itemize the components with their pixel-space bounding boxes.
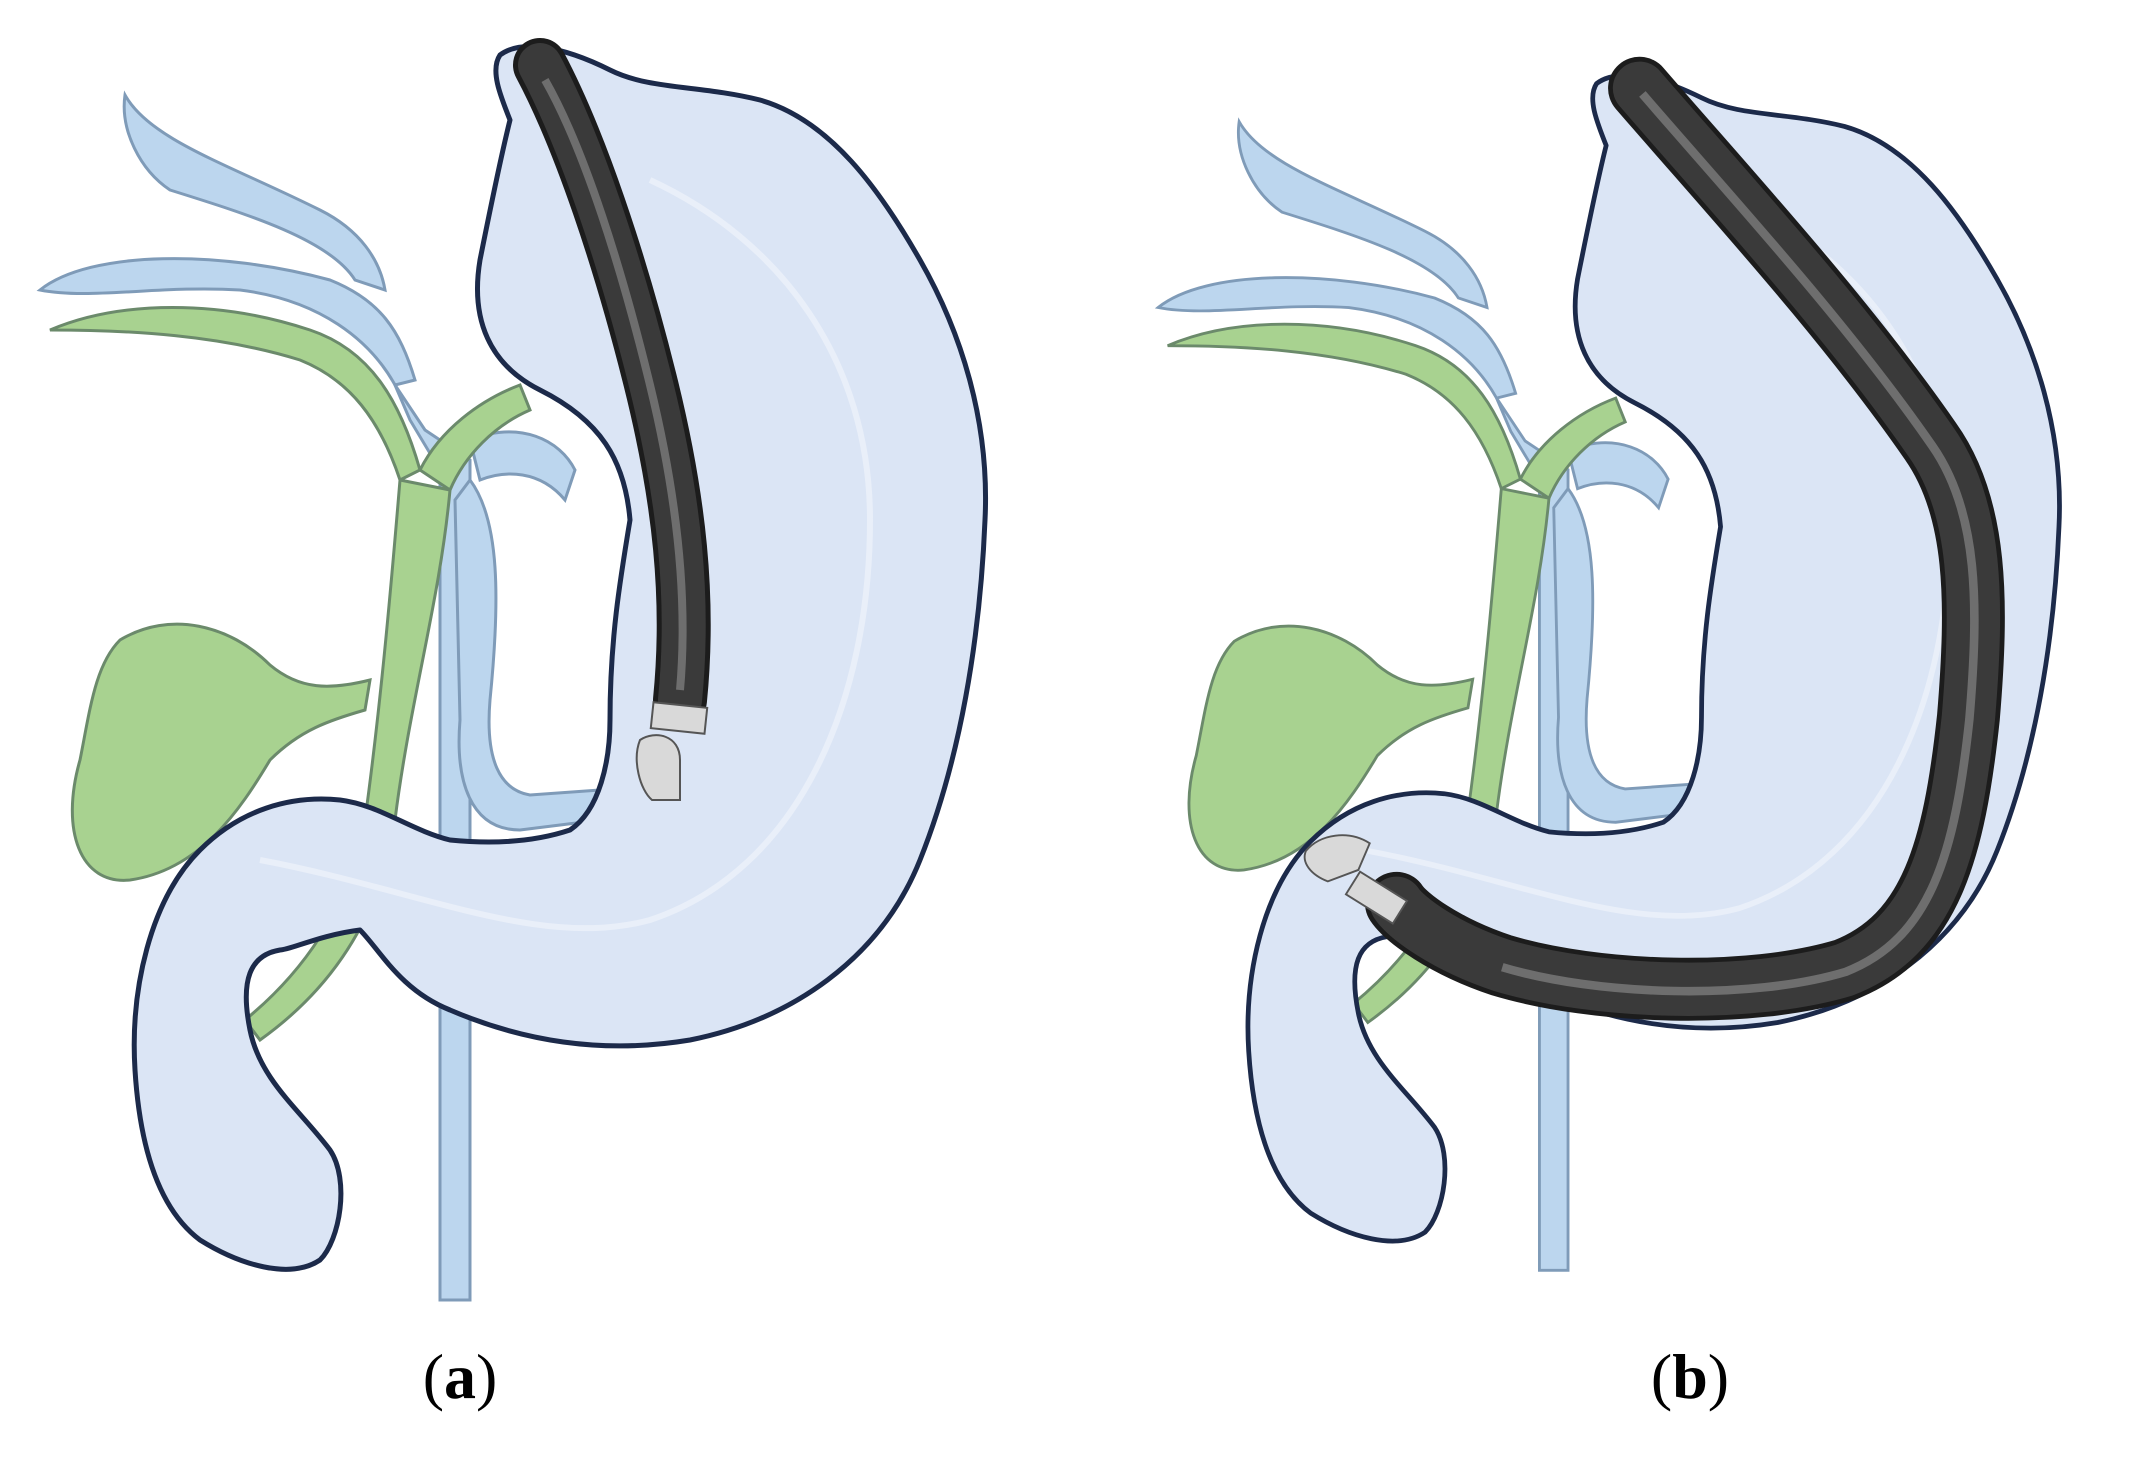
panel-b: (b): [1120, 0, 2141, 1462]
endoscope-tip-collar: [1344, 870, 1409, 925]
panel-a: (a): [0, 0, 1070, 1462]
stomach-sheen: [1367, 200, 1953, 919]
panel-b-illustration: [1154, 56, 2062, 1272]
endoscope-cap-icon: [635, 734, 681, 801]
biliary-tree: [49, 306, 532, 1043]
panel-a-label: (a): [422, 1341, 498, 1412]
endoscope: [1303, 56, 2005, 1021]
endoscope-tip-collar: [649, 701, 709, 735]
endoscope-shaft-highlight: [1501, 91, 1979, 996]
endoscope: [513, 38, 711, 801]
vessel-tree: [36, 90, 602, 1302]
panel-a-illustration: [36, 38, 989, 1302]
stomach-duodenum: [131, 44, 989, 1272]
endoscope-cap-icon: [1303, 834, 1371, 883]
panel-b-label: (b): [1650, 1341, 1730, 1412]
endoscope-shaft-highlight: [541, 78, 687, 691]
stomach-sheen: [259, 177, 874, 932]
biliary-tree: [1167, 322, 1628, 1025]
vessel-tree: [1154, 117, 1694, 1272]
